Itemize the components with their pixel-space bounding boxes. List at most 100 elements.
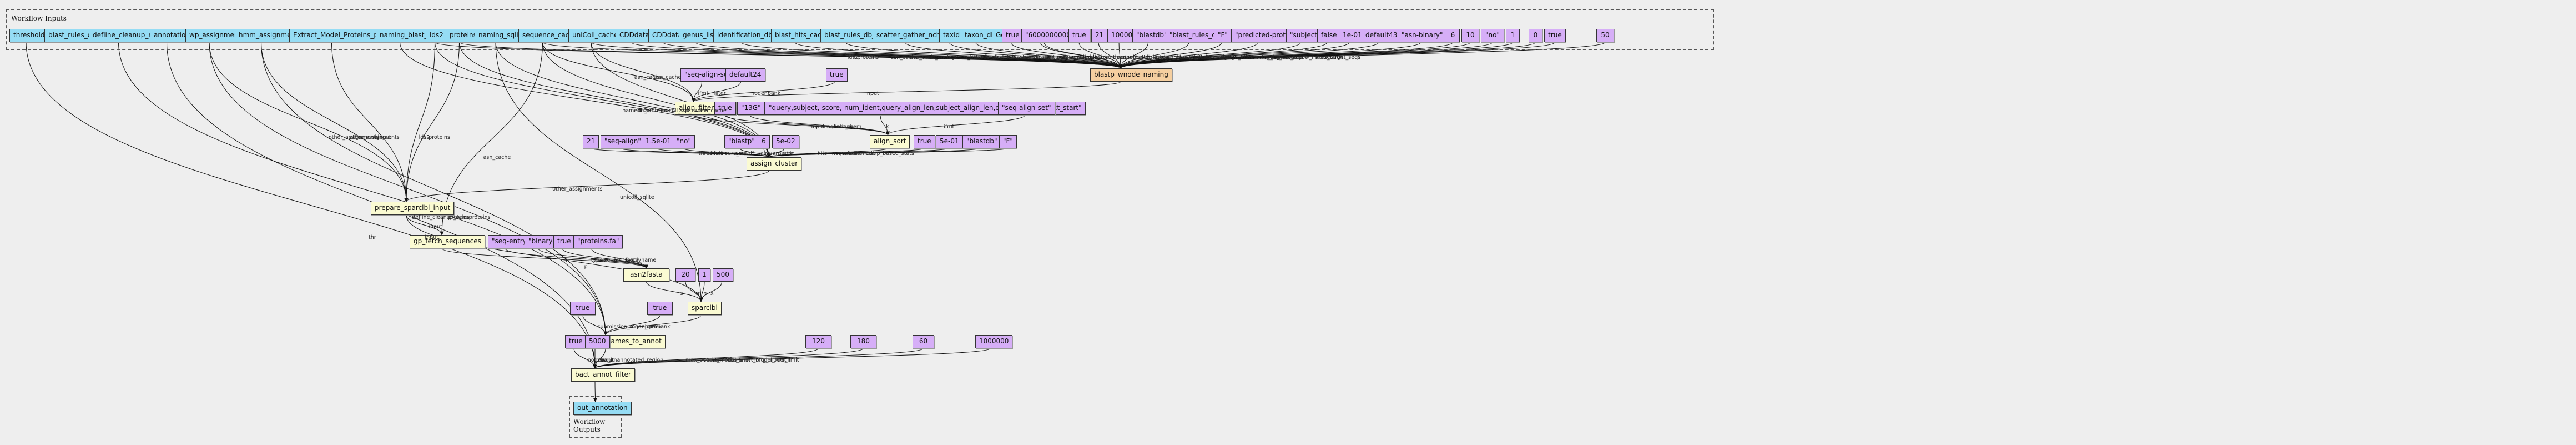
param-node-p-blast-rules-db[interactable]: "blast_rules_db" xyxy=(1166,29,1228,42)
step-node-gp-fetch-sequences[interactable]: gp_fetch_sequences xyxy=(410,235,485,248)
edge-blast_rules_db_dir-to-blastp_wnode_naming xyxy=(845,42,1123,69)
edge-label: threshold xyxy=(698,150,724,157)
edge-label: blastdb xyxy=(1132,54,1153,61)
param-node-p-proteins-fa[interactable]: "proteins.fa" xyxy=(573,235,623,248)
edge-hmm_assignments-to-add_prot_names_to_annot xyxy=(261,42,608,336)
edge-label: max_jobs xyxy=(1278,54,1304,61)
param-node-p-true-compart[interactable]: true xyxy=(1068,29,1090,42)
param-node-p-10000[interactable]: 10000 xyxy=(1107,29,1137,42)
param-node-p-10[interactable]: 10 xyxy=(1461,29,1479,42)
edge-blastp_wnode_naming-to-align_filter xyxy=(692,81,1121,102)
edge-label: no_merge xyxy=(1204,54,1231,61)
param-node-p-21-ac[interactable]: 21 xyxy=(583,135,599,148)
step-node-sparclbl[interactable]: sparclbl xyxy=(688,302,722,315)
edge-label: proteins xyxy=(646,108,668,114)
param-node-p-blastdb2[interactable]: "blastdb" xyxy=(962,135,1001,148)
param-node-p-f[interactable]: "F" xyxy=(1214,29,1232,42)
edge-naming_sqlite-to-sparclbl xyxy=(495,42,703,302)
edge-uniColl_cache-to-align_filter xyxy=(591,42,695,102)
param-node-p-blastdb[interactable]: "blastdb" xyxy=(1132,29,1171,42)
param-node-p-60[interactable]: 60 xyxy=(913,335,934,348)
input-node-out-annotation[interactable]: out_annotation xyxy=(573,402,632,415)
param-node-p-default43[interactable]: default43 xyxy=(1362,29,1402,42)
step-node-align-filter[interactable]: align_filter xyxy=(675,102,718,115)
edge-label: input xyxy=(600,357,614,363)
workflow-inputs-cluster: Workflow Inputs xyxy=(6,9,1714,50)
edge-p_no_ac-to-assign_cluster xyxy=(683,148,771,158)
edge-label: m xyxy=(695,290,702,297)
param-node-p-no-ac[interactable]: "no" xyxy=(673,135,695,148)
edge-label: blast_type xyxy=(1176,54,1204,61)
edge-label: input xyxy=(429,223,442,230)
param-node-p-1000000[interactable]: 1000000 xyxy=(975,335,1013,348)
param-node-p-f2[interactable]: "F" xyxy=(999,135,1017,148)
edge-label: asn_cache xyxy=(679,108,707,114)
edge-thresholds-to-bact_annot_filter xyxy=(26,42,597,369)
param-node-p-50[interactable]: 50 xyxy=(1596,29,1614,42)
input-node-unicoll-cache[interactable]: uniColl_cache xyxy=(568,29,622,42)
param-node-p-6-ws[interactable]: 6 xyxy=(1446,29,1460,42)
param-node-p-true-ai[interactable]: true xyxy=(1544,29,1566,42)
edge-wp_assignments-to-add_prot_names_to_annot xyxy=(209,42,608,336)
param-node-p-true-ids[interactable]: true xyxy=(1002,29,1024,42)
edge-label: word_size xyxy=(1254,54,1281,61)
param-node-p-default24[interactable]: default24 xyxy=(725,68,765,82)
edge-label: top_by_score xyxy=(1262,54,1297,61)
edge-taxid-to-blastp_wnode_naming xyxy=(949,42,1123,69)
edge-defline_cleanup_rules-to-add_prot_names_to_annot xyxy=(118,42,608,336)
edge-proteins-to-prepare_sparclbl_input xyxy=(404,42,460,202)
edge-p_F-to-blastp_wnode_naming xyxy=(1118,42,1222,69)
param-node-p-blastp[interactable]: "blastp" xyxy=(724,135,759,148)
step-node-prepare-sparclbl-input[interactable]: prepare_sparclbl_input xyxy=(371,202,455,215)
input-node-lds2[interactable]: lds2 xyxy=(426,29,447,42)
param-node-p-true-ng1[interactable]: true xyxy=(826,68,848,82)
edge-p_true_ng1-to-align_filter xyxy=(692,81,835,102)
param-node-p-true-ng3[interactable]: true xyxy=(914,135,935,148)
param-node-p-5e02[interactable]: 5e-02 xyxy=(772,135,799,148)
param-node-p-seq-align-set-2[interactable]: "seq-align-set" xyxy=(998,102,1055,115)
param-node-p-15e01[interactable]: 1.5e-01 xyxy=(642,135,675,148)
edge-label: lds2 xyxy=(847,54,859,61)
edge-label: scatter_gather_nchunks xyxy=(1035,54,1099,61)
edge-label: hits xyxy=(817,150,828,157)
param-node-p-5e01[interactable]: 5e-01 xyxy=(936,135,963,148)
param-node-p-asn-binary[interactable]: "asn-binary" xyxy=(1398,29,1447,42)
edge-label: fasta_name xyxy=(625,257,657,263)
param-node-p-5000[interactable]: 5000 xyxy=(585,335,610,348)
param-node-p-seq-align[interactable]: "seq-align" xyxy=(601,135,645,148)
input-node-genus-list[interactable]: genus_list xyxy=(679,29,720,42)
param-node-p-1-jobs[interactable]: 1 xyxy=(1506,29,1520,42)
edge-p_1000000-to-bact_annot_filter xyxy=(593,348,991,369)
param-node-p-6-ws2[interactable]: 6 xyxy=(758,135,770,148)
param-node-p-true-ng4[interactable]: true xyxy=(647,302,673,315)
param-node-p-true-ng2[interactable]: true xyxy=(714,102,736,115)
param-node-p-1[interactable]: 1 xyxy=(698,268,710,282)
param-node-p-13g[interactable]: "13G" xyxy=(737,102,765,115)
step-node-asn2fasta[interactable]: asn2fasta xyxy=(623,268,669,282)
edge-scatter_gather_nchunks-to-blastp_wnode_naming xyxy=(905,42,1123,69)
param-node-p-6000000000[interactable]: "6000000000" xyxy=(1021,29,1078,42)
param-node-p-true-smg[interactable]: true xyxy=(570,302,596,315)
step-node-align-sort[interactable]: align_sort xyxy=(870,135,910,148)
step-node-bact-annot-filter[interactable]: bact_annot_filter xyxy=(571,368,635,382)
param-node-p-no-seg[interactable]: "no" xyxy=(1481,29,1504,42)
param-node-p-21-thr[interactable]: 21 xyxy=(1091,29,1108,42)
edge-label: input xyxy=(811,123,825,130)
step-node-assign-cluster[interactable]: assign_cluster xyxy=(747,157,802,171)
input-node-taxid[interactable]: taxid xyxy=(939,29,964,42)
param-node-p-0-delay[interactable]: 0 xyxy=(1529,29,1542,42)
param-node-p-true-nogebank[interactable]: true xyxy=(565,335,587,348)
param-node-p-20[interactable]: 20 xyxy=(675,268,695,282)
edge-label: ids xyxy=(1090,54,1097,61)
edge-label: compart xyxy=(1105,54,1127,61)
edge-label: taxid xyxy=(1053,54,1067,61)
param-node-p-500[interactable]: 500 xyxy=(713,268,733,282)
param-node-p-1e01[interactable]: 1e-01 xyxy=(1339,29,1366,42)
param-node-p-true-po[interactable]: true xyxy=(553,235,575,248)
edge-label: input xyxy=(865,90,879,97)
param-node-p-180[interactable]: 180 xyxy=(850,335,876,348)
param-node-p-false[interactable]: false xyxy=(1317,29,1341,42)
step-node-blastp-wnode-naming[interactable]: blastp_wnode_naming xyxy=(1090,68,1172,82)
param-node-p-120[interactable]: 120 xyxy=(805,335,831,348)
edge-label: p xyxy=(584,263,588,270)
